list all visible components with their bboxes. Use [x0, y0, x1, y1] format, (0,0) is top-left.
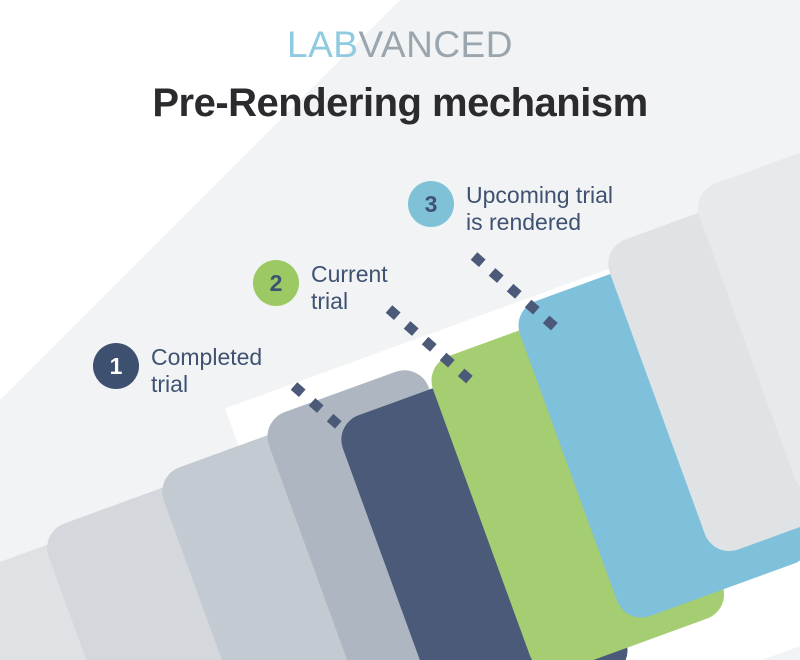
logo-lab-text: LAB — [287, 24, 359, 65]
step-badge-1: 1 — [93, 343, 139, 389]
connector-3 — [470, 252, 560, 332]
step-label-1: Completed trial — [151, 344, 263, 398]
step-label-2: Current trial — [311, 261, 388, 315]
connector-2 — [385, 305, 475, 385]
step-callout-current-trial: 2 Current trial — [253, 260, 388, 315]
step-callout-upcoming-trial: 3 Upcoming trial is rendered — [408, 181, 613, 236]
labvanced-logo: LABVANCED — [0, 26, 800, 63]
header: LABVANCED Pre-Rendering mechanism — [0, 0, 800, 125]
step-callout-completed-trial: 1 Completed trial — [93, 343, 262, 398]
page-title: Pre-Rendering mechanism — [152, 81, 648, 125]
logo-vanced-text: VANCED — [358, 24, 513, 65]
step-badge-2: 2 — [253, 260, 299, 306]
step-label-3: Upcoming trial is rendered — [466, 182, 613, 236]
step-badge-3: 3 — [408, 181, 454, 227]
connector-1 — [290, 382, 380, 462]
